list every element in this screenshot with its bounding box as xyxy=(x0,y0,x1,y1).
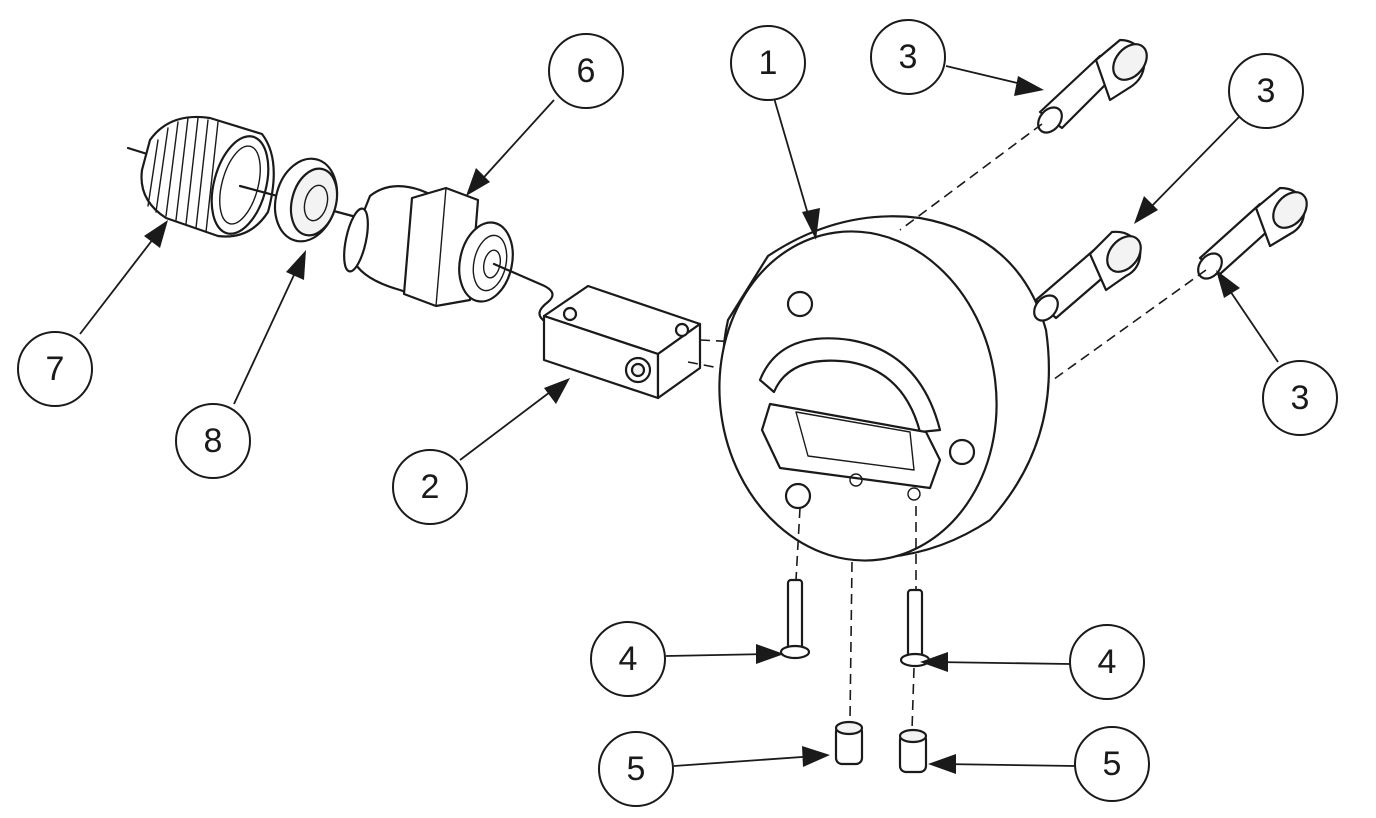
part-3-screw-top xyxy=(1037,38,1148,134)
balloon-4-right: 4 xyxy=(1069,624,1145,700)
balloon-2: 2 xyxy=(392,449,468,525)
part-3-screw-middle xyxy=(1033,230,1142,322)
part-4-pin-right xyxy=(899,588,931,668)
balloon-3-right: 3 xyxy=(1228,53,1304,129)
part-7-knurled-knob xyxy=(126,115,275,238)
balloon-6: 6 xyxy=(548,33,624,109)
balloon-5-left-label: 5 xyxy=(627,750,646,788)
balloon-3-lower-label: 3 xyxy=(1291,379,1310,417)
part-8-washer xyxy=(273,157,339,243)
balloon-8-label: 8 xyxy=(204,422,223,460)
balloon-6-label: 6 xyxy=(577,52,596,90)
part-2-sensor-block xyxy=(542,284,741,400)
balloon-3-right-label: 3 xyxy=(1257,72,1276,110)
balloon-1: 1 xyxy=(730,25,806,101)
part-4-pin-left xyxy=(779,578,811,660)
balloon-4-left: 4 xyxy=(590,621,666,697)
balloon-5-right-label: 5 xyxy=(1103,745,1122,783)
balloon-8: 8 xyxy=(175,403,251,479)
part-6-fitting xyxy=(343,185,514,308)
part-5-bushing-left xyxy=(834,720,864,766)
balloon-5-right: 5 xyxy=(1074,726,1150,802)
wire xyxy=(492,262,554,324)
balloon-7-label: 7 xyxy=(46,350,65,388)
balloon-5-left: 5 xyxy=(598,731,674,807)
balloon-2-label: 2 xyxy=(421,468,440,506)
balloon-1-label: 1 xyxy=(759,44,778,82)
balloon-3-lower: 3 xyxy=(1262,360,1338,436)
part-1-housing xyxy=(718,215,1050,562)
leader-lines xyxy=(79,65,1279,774)
part-5-bushing-right xyxy=(898,728,928,774)
balloon-3-top-label: 3 xyxy=(899,38,918,76)
balloon-4-left-label: 4 xyxy=(619,640,638,678)
balloon-3-top: 3 xyxy=(870,19,946,95)
part-3-screw-lower xyxy=(1197,186,1308,280)
balloon-4-right-label: 4 xyxy=(1098,643,1117,681)
balloon-7: 7 xyxy=(17,331,93,407)
